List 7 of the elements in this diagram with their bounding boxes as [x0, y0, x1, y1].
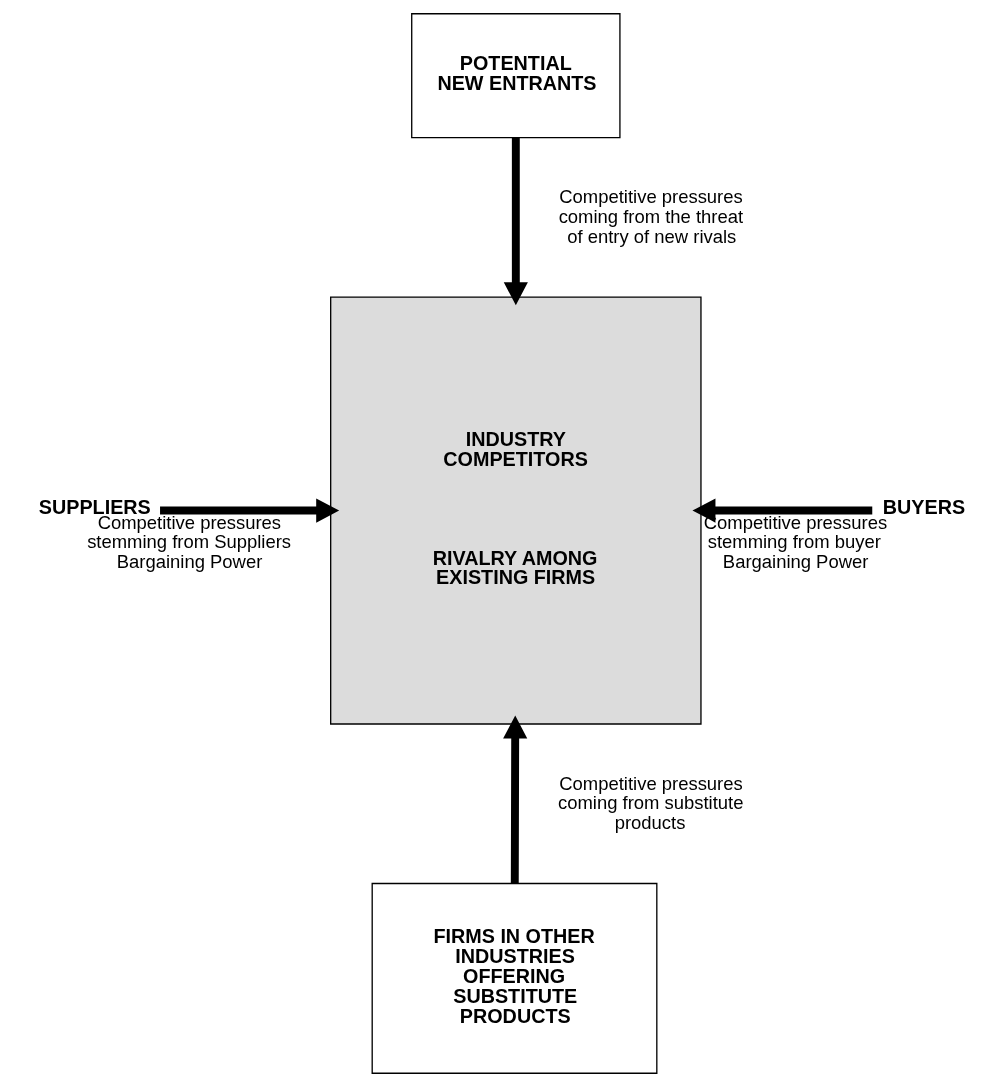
arrow [503, 715, 528, 884]
node-box: FIRMS IN OTHER INDUSTRIES OFFERING SUBSTITUTE PRODUCTS [371, 882, 658, 1074]
edge-label: Competitive pressures coming from substitute products [557, 772, 744, 834]
node-box: POTENTIAL NEW ENTRANTS [411, 13, 621, 139]
edge-label: Competitive pressures coming from the threat of entry of new rivals [558, 186, 744, 247]
node-text: BUYERS [882, 495, 966, 518]
node-box: INDUSTRY COMPETITORS RIVALRY AMONG EXISTING FIRMS [330, 296, 702, 725]
